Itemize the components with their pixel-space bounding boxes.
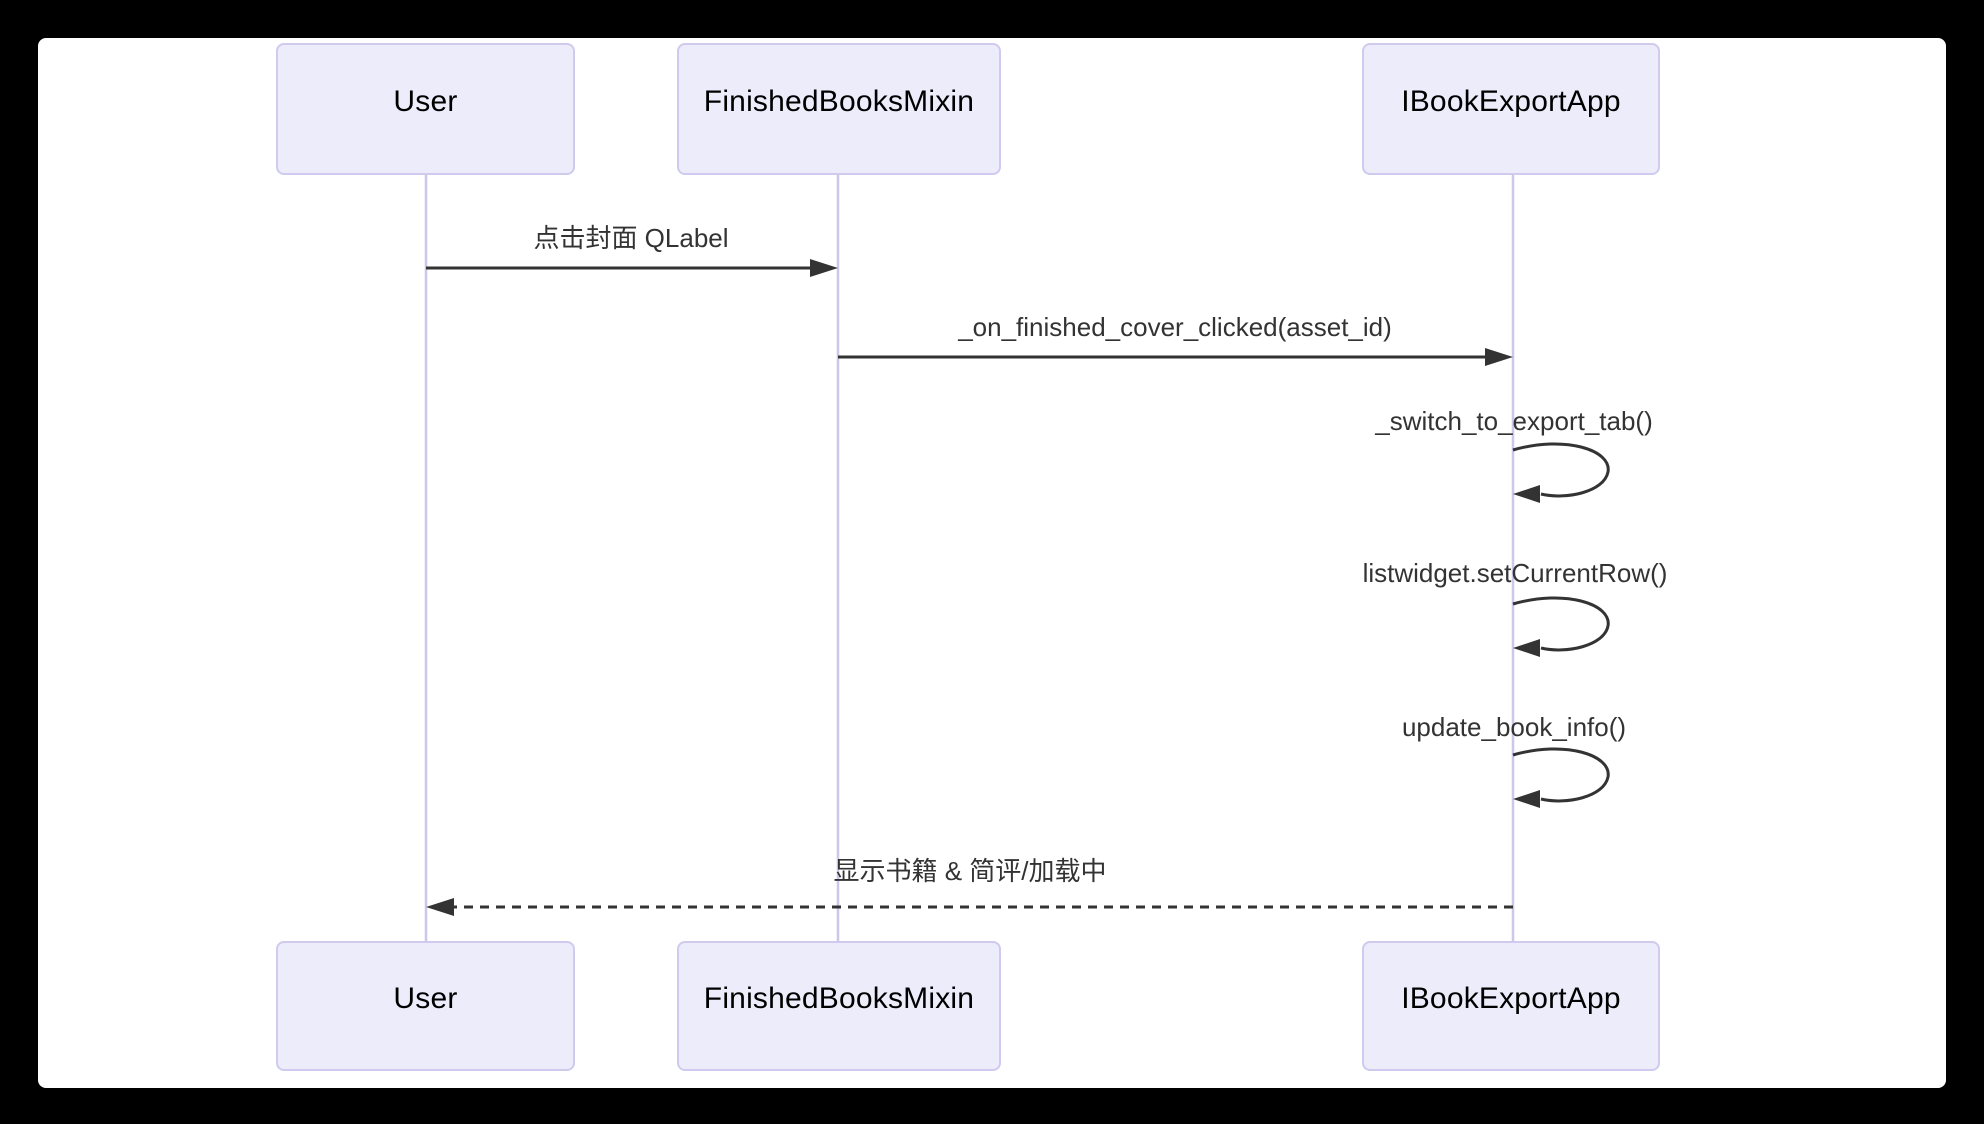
actor-label: IBookExportApp [1401,982,1621,1015]
actor-top-finishedbooksmixin: FinishedBooksMixin [677,43,1001,175]
message-label-setcurrentrow: listwidget.setCurrentRow() [1362,558,1668,588]
message-label-show-book-loading: 显示书籍 & 简评/加载中 [833,856,1107,886]
diagram-canvas [38,38,1946,1088]
actor-label: FinishedBooksMixin [703,85,975,118]
actor-label: User [393,982,458,1015]
actor-label: IBookExportApp [1401,85,1621,118]
message-label-click-cover: 点击封面 QLabel [533,223,729,253]
message-label-on-finished-cover-clicked: _on_finished_cover_clicked(asset_id) [958,312,1392,342]
actor-top-ibookexportapp: IBookExportApp [1362,43,1660,175]
actor-bottom-ibookexportapp: IBookExportApp [1362,941,1660,1071]
actor-bottom-finishedbooksmixin: FinishedBooksMixin [677,941,1001,1071]
actor-bottom-user: User [276,941,575,1071]
actor-label: User [393,85,458,118]
actor-top-user: User [276,43,575,175]
message-label-switch-to-export-tab: _switch_to_export_tab() [1375,406,1653,436]
actor-label: FinishedBooksMixin [703,982,975,1015]
message-label-update-book-info: update_book_info() [1401,712,1627,742]
